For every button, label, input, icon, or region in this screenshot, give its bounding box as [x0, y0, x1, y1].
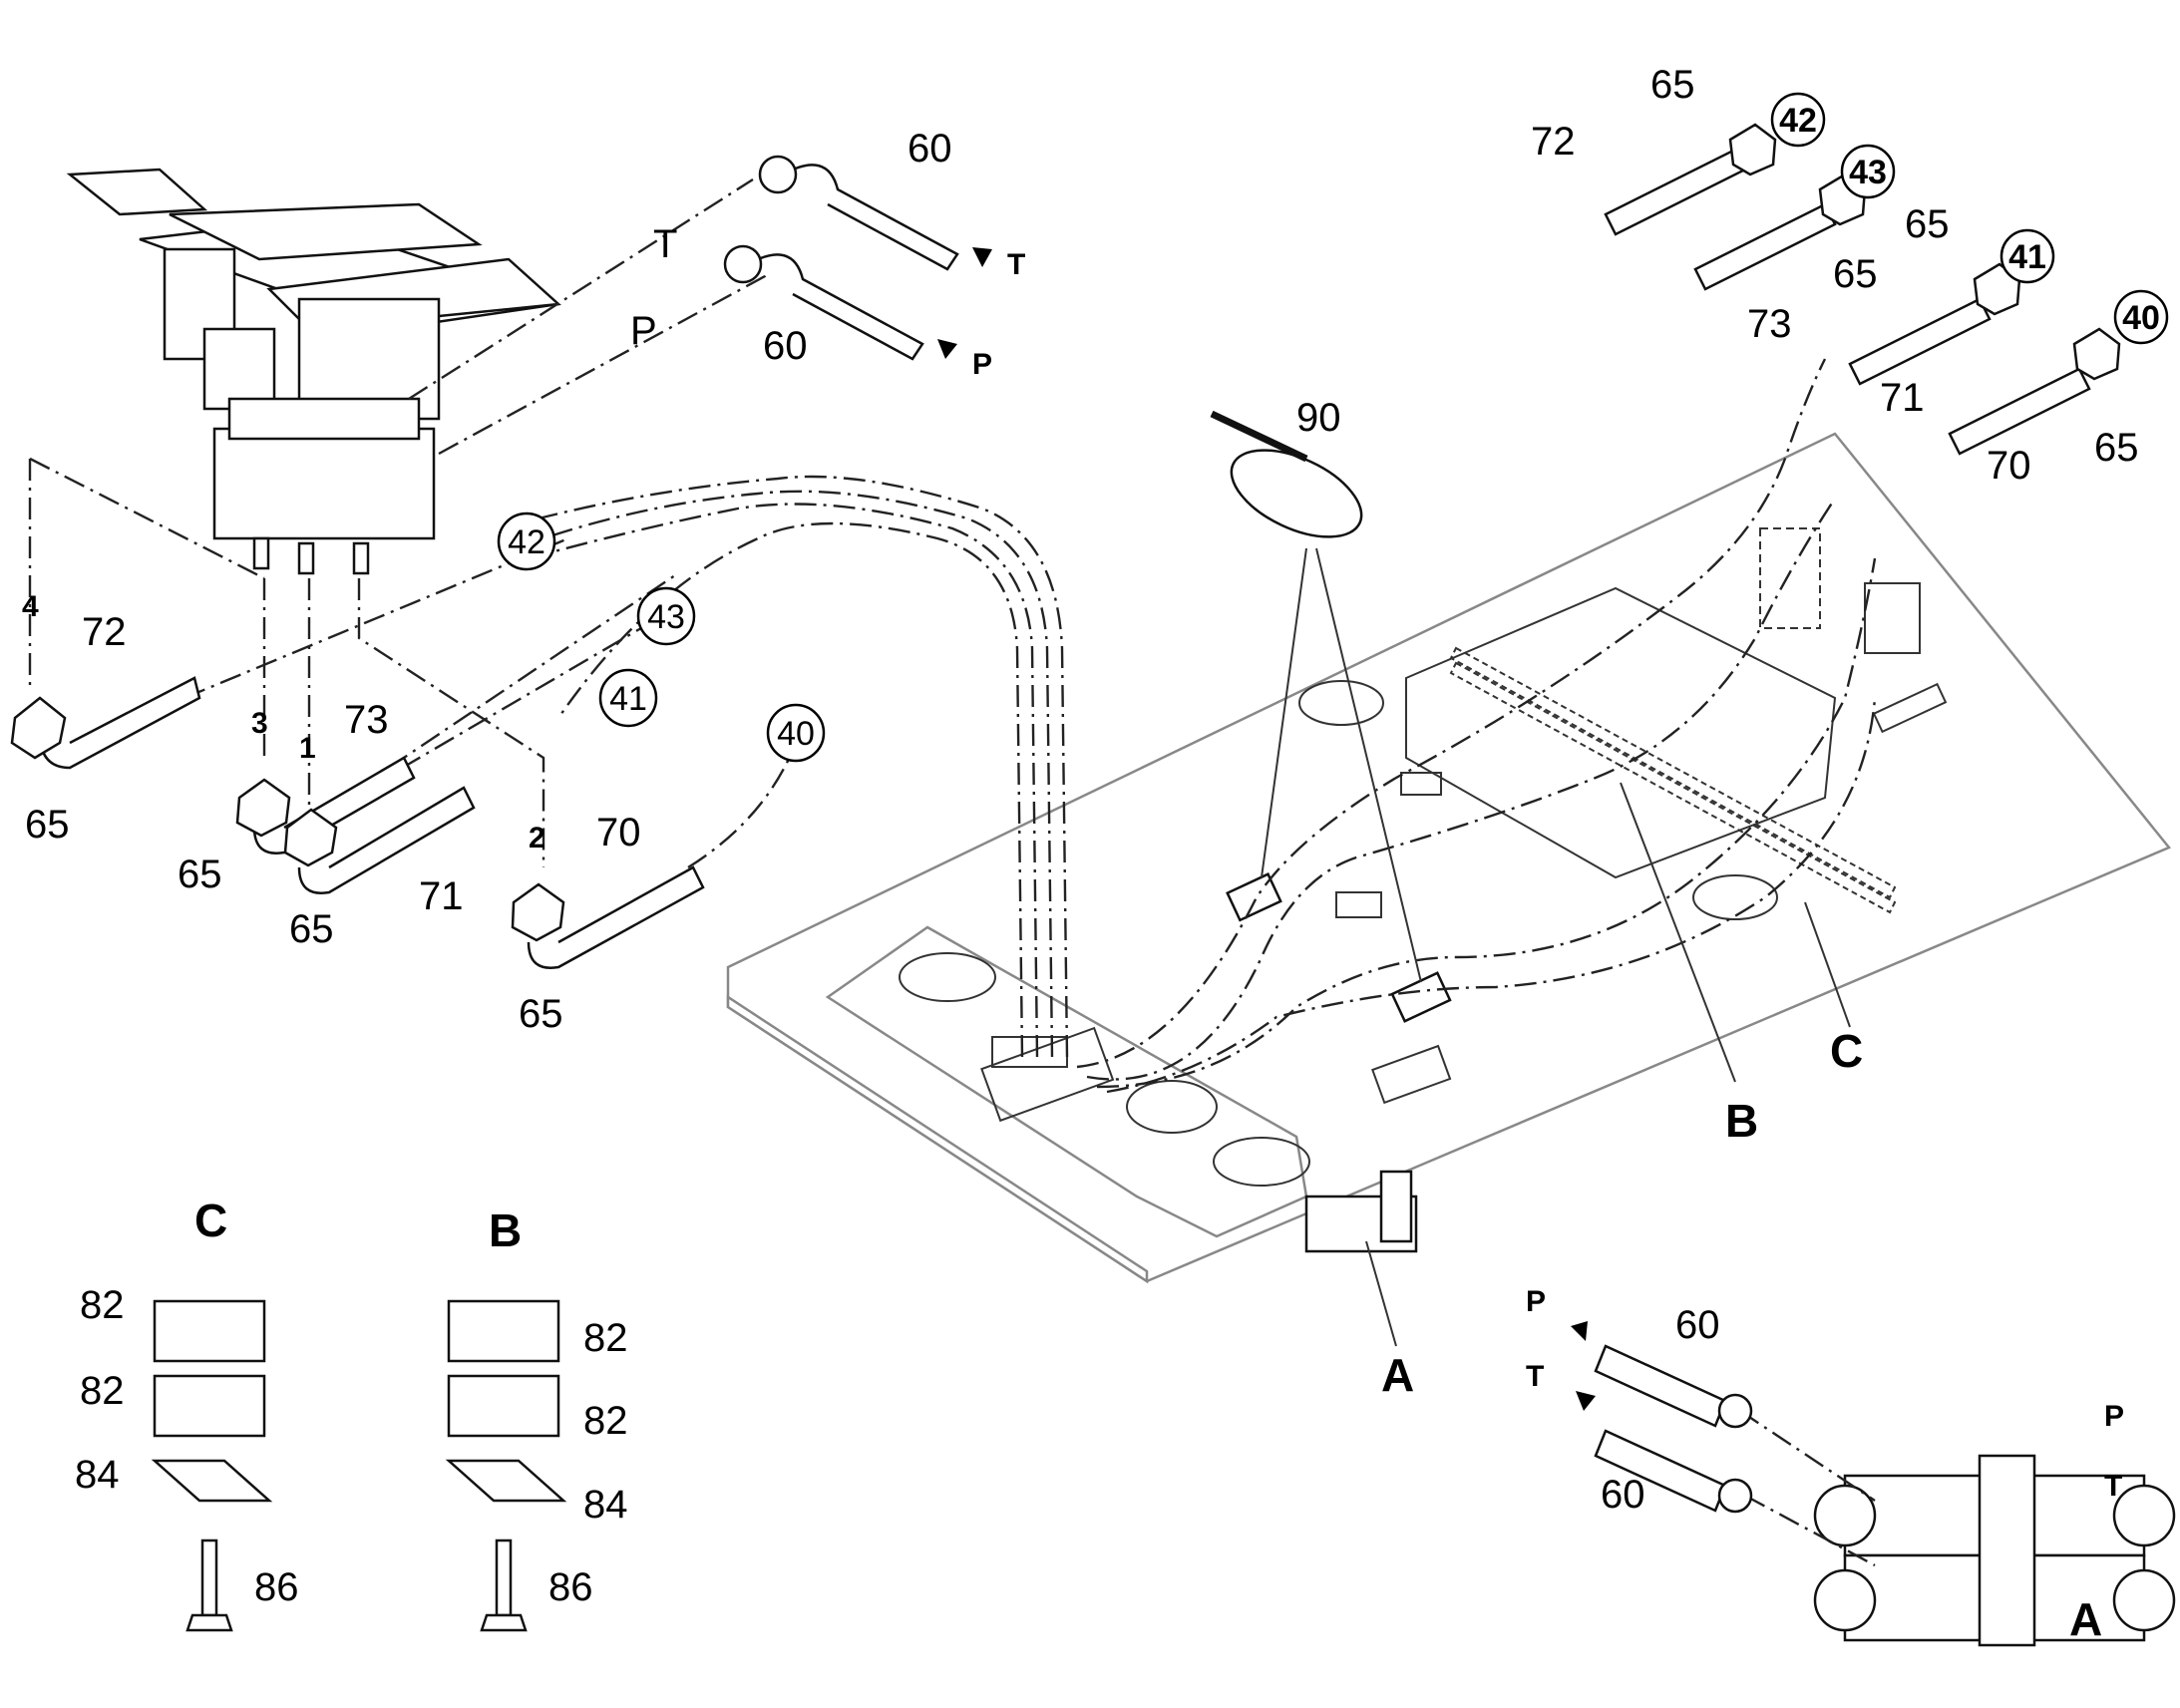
callout-40-top: 40 — [2113, 289, 2169, 345]
hose-60-p — [723, 244, 957, 361]
label-82: 82 — [583, 1399, 628, 1443]
part-labels: 60 60 72 65 73 65 65 71 70 65 90 65 72 6… — [25, 63, 2139, 1609]
callout-41-top: 41 — [1999, 228, 2055, 284]
label-73: 73 — [344, 698, 389, 742]
svg-text:A: A — [1381, 1349, 1414, 1401]
label-65: 65 — [1833, 252, 1878, 296]
label-65: 65 — [1905, 202, 1950, 246]
label-65: 65 — [519, 992, 563, 1036]
label-65: 65 — [178, 853, 222, 896]
label-65: 65 — [25, 803, 70, 847]
svg-text:40: 40 — [777, 715, 815, 753]
callout-43: 43 — [636, 586, 696, 646]
svg-text:C: C — [1830, 1025, 1863, 1077]
label-82: 82 — [583, 1316, 628, 1360]
svg-text:41: 41 — [609, 680, 647, 718]
label-60: 60 — [1675, 1303, 1720, 1347]
hose-70 — [511, 865, 705, 969]
label-60: 60 — [908, 127, 952, 171]
svg-text:43: 43 — [1849, 154, 1887, 191]
label-65: 65 — [289, 907, 334, 951]
label-86: 86 — [548, 1565, 593, 1609]
svg-text:40: 40 — [2122, 299, 2160, 337]
label-90: 90 — [1296, 396, 1341, 440]
floor-plate — [726, 432, 2172, 1284]
svg-text:B: B — [1725, 1095, 1758, 1147]
label-71: 71 — [419, 874, 464, 918]
label-84: 84 — [75, 1453, 120, 1497]
svg-text:42: 42 — [1779, 102, 1817, 140]
svg-text:T: T — [1526, 1360, 1544, 1393]
hose-routing — [528, 358, 1877, 1094]
label-70: 70 — [596, 811, 641, 854]
svg-text:2: 2 — [529, 822, 545, 854]
hose-60-t — [758, 155, 992, 271]
svg-text:P: P — [972, 348, 992, 381]
clamp-c — [151, 1299, 273, 1632]
svg-text:4: 4 — [22, 590, 39, 623]
svg-text:P: P — [630, 309, 657, 353]
label-72: 72 — [1531, 120, 1576, 164]
svg-text:P: P — [2104, 1400, 2124, 1433]
svg-text:C: C — [194, 1195, 227, 1246]
manifold-block-a — [1571, 1321, 2176, 1647]
label-70: 70 — [1987, 444, 2031, 488]
callout-42-top: 42 — [1770, 92, 1826, 148]
pedal-valve-assembly — [66, 168, 561, 575]
port-labels: 4 3 1 2 — [22, 590, 545, 854]
svg-text:T: T — [2104, 1470, 2122, 1503]
label-86: 86 — [254, 1565, 299, 1609]
label-73: 73 — [1747, 302, 1792, 346]
label-71: 71 — [1880, 376, 1925, 420]
svg-text:T: T — [1007, 248, 1025, 281]
callout-40: 40 — [766, 703, 826, 763]
callout-42: 42 — [497, 512, 556, 571]
label-65: 65 — [2094, 426, 2139, 470]
svg-text:1: 1 — [299, 732, 316, 765]
leader-lines — [28, 177, 800, 869]
svg-text:41: 41 — [2008, 238, 2046, 276]
clamp-b — [445, 1299, 567, 1632]
svg-text:A: A — [2069, 1593, 2102, 1645]
label-82: 82 — [80, 1369, 125, 1413]
hose-71 — [283, 786, 476, 894]
label-65: 65 — [1650, 63, 1695, 107]
hose-72-left — [10, 676, 201, 770]
label-72: 72 — [82, 610, 127, 654]
callout-43-top: 43 — [1840, 144, 1896, 199]
hose-set-top-right — [1604, 123, 2121, 456]
label-60: 60 — [1601, 1473, 1645, 1517]
label-84: 84 — [583, 1483, 628, 1527]
svg-text:B: B — [489, 1204, 522, 1256]
plate-block-a — [1304, 782, 1851, 1347]
label-60: 60 — [763, 324, 808, 368]
label-82: 82 — [80, 1283, 125, 1327]
cable-tie — [1210, 410, 1422, 983]
svg-text:43: 43 — [647, 598, 685, 636]
callout-41: 41 — [598, 668, 658, 728]
svg-text:T: T — [653, 222, 677, 266]
svg-text:P: P — [1526, 1285, 1546, 1318]
svg-text:3: 3 — [251, 707, 268, 740]
letter-labels: T P T P B C A A C B P T P T — [194, 222, 2124, 1645]
svg-text:42: 42 — [508, 523, 545, 561]
